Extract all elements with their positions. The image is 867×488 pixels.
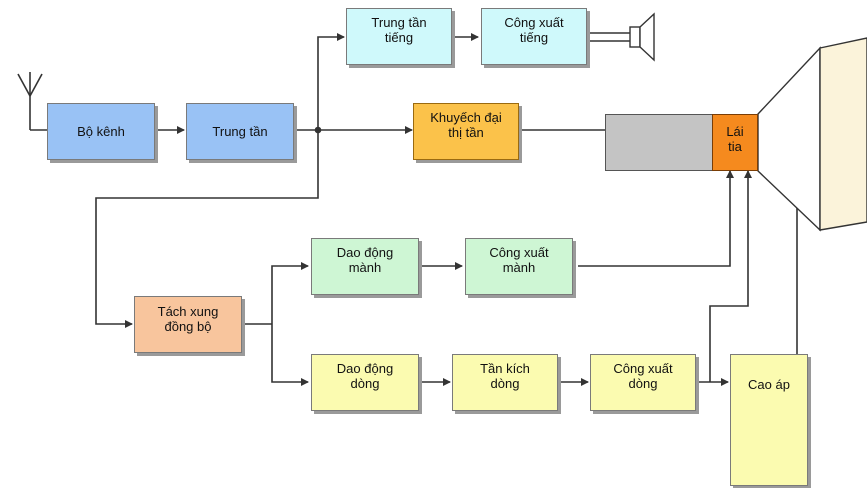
crt-cone	[757, 46, 821, 232]
connector-line	[578, 170, 734, 267]
bo-kenh-block: Bộ kênh	[47, 103, 155, 160]
cong-xuat-manh-block: Công xuất mành	[465, 238, 573, 295]
trung-tan-block: Trung tần	[186, 103, 294, 160]
connector-line	[95, 130, 319, 328]
cao-ap-block: Cao áp	[730, 354, 808, 486]
connector-line	[709, 170, 752, 382]
tan-kich-dong-block: Tần kích dòng	[452, 354, 558, 411]
dao-dong-dong-block: Dao động dòng	[311, 354, 419, 411]
khuyech-dai-thi-tan-block: Khuyếch đại thị tần	[413, 103, 519, 160]
connector-line	[271, 324, 309, 386]
crt-screen	[819, 37, 867, 231]
cong-xuat-tieng-block: Công xuất tiếng	[481, 8, 587, 65]
connector-line	[317, 33, 345, 130]
trung-tan-tieng-block: Trung tần tiếng	[346, 8, 452, 65]
crt-neck	[605, 114, 713, 171]
cong-xuat-dong-block: Công xuất dòng	[590, 354, 696, 411]
antenna-icon	[17, 72, 47, 131]
lai-tia-block: Lái tia	[712, 114, 758, 171]
connector-line	[271, 262, 309, 324]
tach-xung-dong-bo-block: Tách xung đồng bộ	[134, 296, 242, 353]
dao-dong-manh-block: Dao động mành	[311, 238, 419, 295]
speaker-icon	[629, 12, 655, 62]
